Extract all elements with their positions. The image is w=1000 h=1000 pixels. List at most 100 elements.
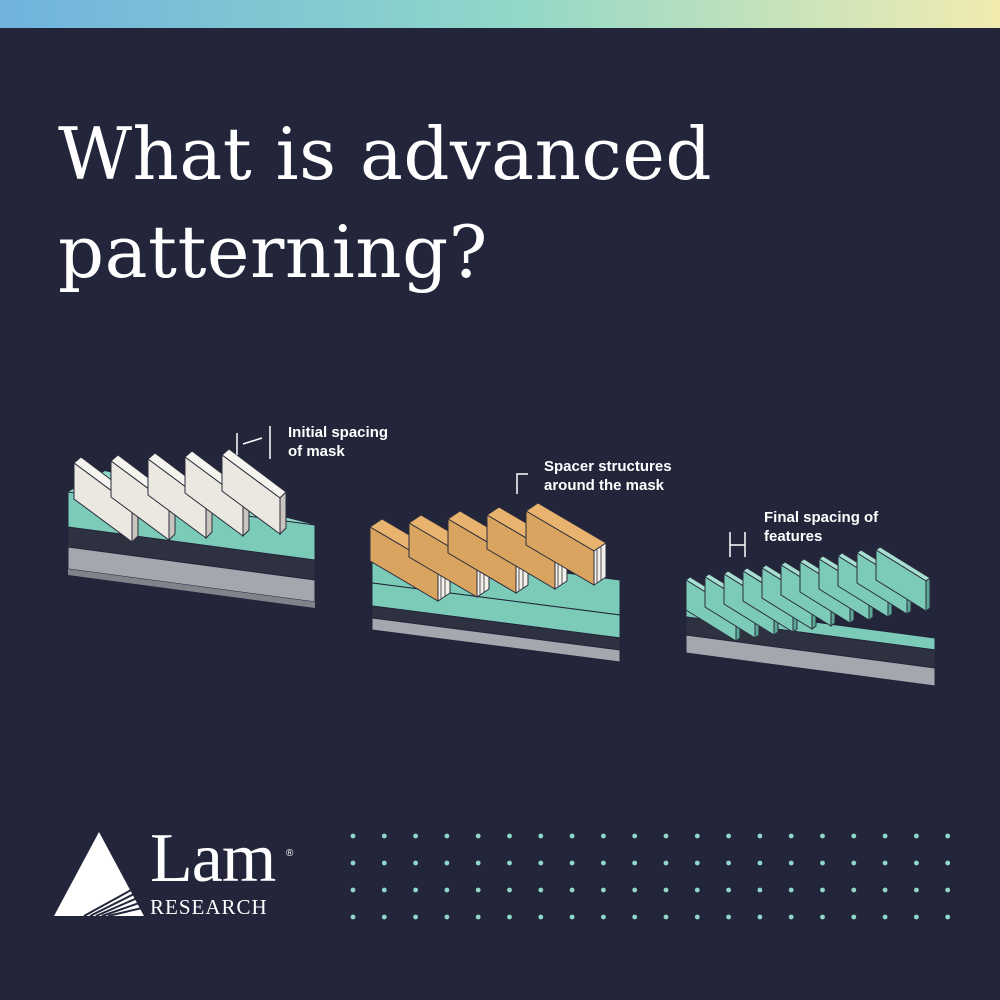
lam-logo-triangle-icon [54,832,144,916]
initial-mask-structure [67,426,316,608]
decorative-dot [475,887,481,893]
decorative-dot [507,887,512,893]
decorative-dot [945,860,951,866]
step-1-label-line1: Initial spacing [288,424,389,441]
decorative-dot [945,887,951,893]
decorative-dot [538,914,544,920]
decorative-dot [350,833,356,839]
decorative-dot [350,860,356,866]
registered-mark: ® [286,848,294,859]
decorative-dot [413,887,418,893]
decorative-dot [381,887,387,893]
decorative-dot [663,914,669,920]
decorative-dot [820,914,825,920]
decorative-dot [726,833,731,839]
decorative-dot [632,914,638,920]
decorative-dot [601,914,606,920]
decorative-dot [569,887,575,893]
decorative-dot [945,914,951,920]
decorative-dot [882,860,888,866]
decorative-dot [444,833,450,839]
decorative-dot [569,860,575,866]
logo-wordmark: Lam [150,820,276,897]
decorative-dot [413,860,418,866]
step-1-label-line2: of mask [288,443,345,460]
decorative-dot [694,887,700,893]
step-3-label-line2: features [764,528,823,545]
decorative-dot [757,860,763,866]
decorative-dot [757,833,763,839]
decorative-dot [569,833,575,839]
decorative-dot [381,914,387,920]
decorative-dot [444,860,450,866]
decorative-dot [914,860,919,866]
spacing-bracket-3 [729,532,746,557]
decorative-dot [820,860,825,866]
decorative-dot [788,914,794,920]
decorative-dot [507,914,512,920]
decorative-dot [694,860,700,866]
decorative-dot [444,914,450,920]
page-title: What is advanced patterning? [58,112,712,294]
decorative-dot [851,914,857,920]
decorative-dot [820,833,825,839]
decorative-dot [757,887,763,893]
spacer-bracket [516,473,528,494]
step-2-label-line2: around the mask [544,477,665,494]
decorative-dot [914,833,919,839]
logo-subtitle: RESEARCH [150,895,268,919]
decorative-dot [726,914,731,920]
decorative-dot [788,887,794,893]
decorative-dot [350,887,356,893]
decorative-dot [694,833,700,839]
decorative-dot [726,887,731,893]
decorative-dot [601,833,606,839]
decorative-dot [507,833,512,839]
step-3-label-line1: Final spacing of [764,509,879,526]
decorative-dot [882,833,888,839]
step-2-label: Spacer structures around the mask [544,457,672,495]
decorative-dot [601,860,606,866]
decorative-dot [601,887,606,893]
decorative-dot [663,887,669,893]
decorative-dot [413,914,418,920]
decorative-dot [413,833,418,839]
decorative-dot [882,914,888,920]
decorative-dot [663,833,669,839]
top-gradient-bar [0,0,1000,28]
decorative-dot [694,914,700,920]
decorative-dot [851,887,857,893]
decorative-dot [851,833,857,839]
decorative-dot [381,860,387,866]
decorative-dot [350,914,356,920]
decorative-dot [632,887,638,893]
decorative-dot [851,860,857,866]
decorative-dot [569,914,575,920]
decorative-dot [914,887,919,893]
decorative-dot [632,833,638,839]
decorative-dot [444,887,450,893]
decorative-dot [914,914,919,920]
decorative-dot [788,833,794,839]
decorative-dot [757,914,763,920]
decorative-dot [788,860,794,866]
step-2-label-line1: Spacer structures [544,458,672,475]
decorative-dot [538,860,544,866]
decorative-dot [507,860,512,866]
spacing-bracket-1 [236,426,271,459]
step-3-label: Final spacing of features [764,508,878,546]
decorative-dot [475,833,481,839]
decorative-dot [663,860,669,866]
decorative-dot [475,914,481,920]
decorative-dot [538,887,544,893]
decorative-dot [632,860,638,866]
decorative-dot [381,833,387,839]
step-1-label: Initial spacing of mask [288,423,388,461]
decorative-dot [475,860,481,866]
final-feature-structure [685,532,936,687]
decorative-dot [945,833,951,839]
decorative-dot [820,887,825,893]
decorative-dot [726,860,731,866]
